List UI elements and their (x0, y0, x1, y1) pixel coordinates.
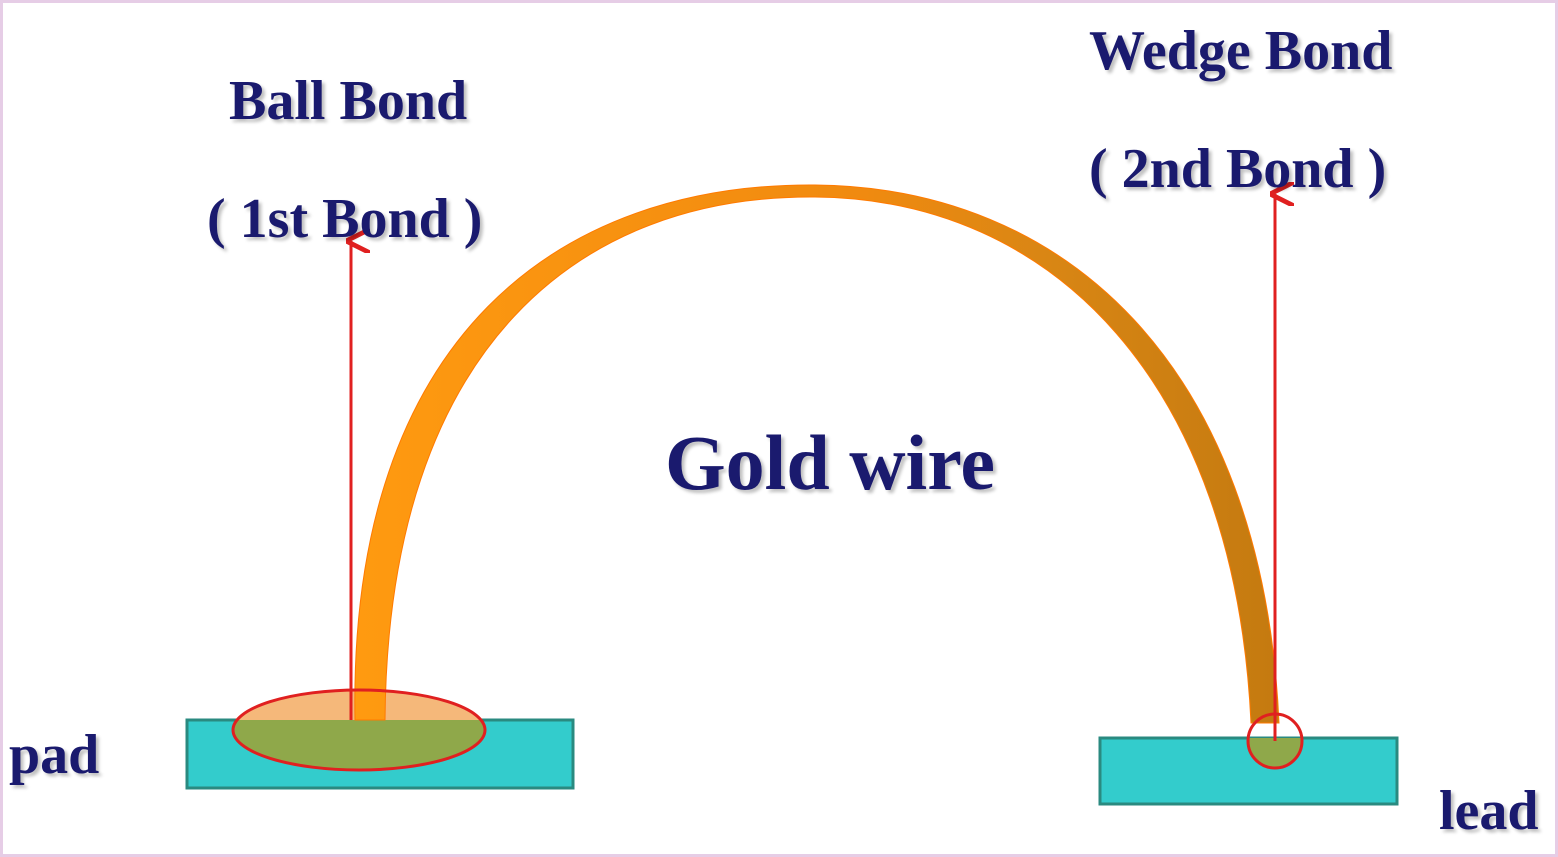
ball-bond-label: Ball Bond (229, 70, 467, 132)
wedge-bond-label: Wedge Bond (1089, 20, 1392, 82)
lead-label: lead (1439, 780, 1539, 842)
gold-wire (354, 184, 1280, 724)
wedge-bond-overlap (1248, 738, 1302, 768)
second-bond-label: ( 2nd Bond ) (1089, 138, 1386, 200)
wire-bonding-diagram: Ball Bond ( 1st Bond ) Wedge Bond ( 2nd … (9, 20, 1539, 842)
ball-bond-outline (231, 688, 487, 772)
gold-wire-label: Gold wire (665, 419, 995, 506)
ball-bond-overlap (233, 720, 485, 770)
pad-label: pad (9, 724, 99, 786)
first-bond-label: ( 1st Bond ) (207, 188, 482, 250)
